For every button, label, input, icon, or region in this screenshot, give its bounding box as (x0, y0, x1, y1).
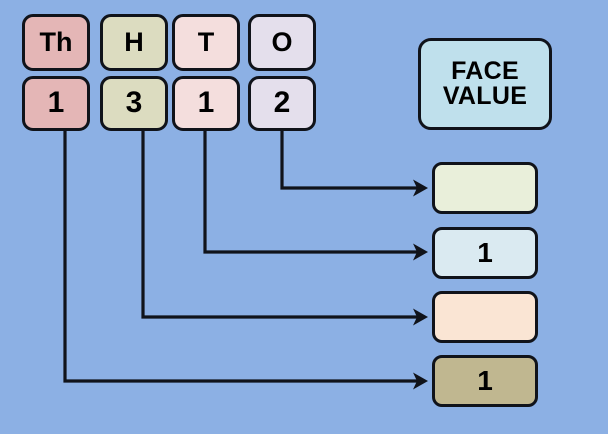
arrowhead-h (413, 308, 428, 326)
place-value-header-t: T (172, 14, 240, 71)
connector-t-to-box-1 (203, 131, 419, 254)
digit-cell-hundreds: 3 (100, 76, 168, 131)
connector-h-to-box-2 (141, 131, 419, 319)
connector-o-to-box-0 (280, 131, 419, 190)
face-value-box-ones (432, 162, 538, 214)
arrowhead-th (413, 372, 428, 390)
place-value-header-th: Th (22, 14, 90, 71)
arrowhead-t (413, 243, 428, 261)
face-value-box-thousands: 1 (432, 355, 538, 407)
face-value-box-hundreds (432, 291, 538, 343)
digit-cell-thousands: 1 (22, 76, 90, 131)
digit-cell-tens: 1 (172, 76, 240, 131)
place-value-header-h: H (100, 14, 168, 71)
place-value-header-o: O (248, 14, 316, 71)
arrowhead-o (413, 179, 428, 197)
face-value-title-line-1: FACE (451, 56, 519, 85)
connector-th-to-box-3 (63, 131, 419, 383)
face-value-title: FACE VALUE (418, 38, 552, 130)
face-value-box-tens: 1 (432, 227, 538, 279)
digit-cell-ones: 2 (248, 76, 316, 131)
face-value-title-line-2: VALUE (442, 82, 528, 110)
